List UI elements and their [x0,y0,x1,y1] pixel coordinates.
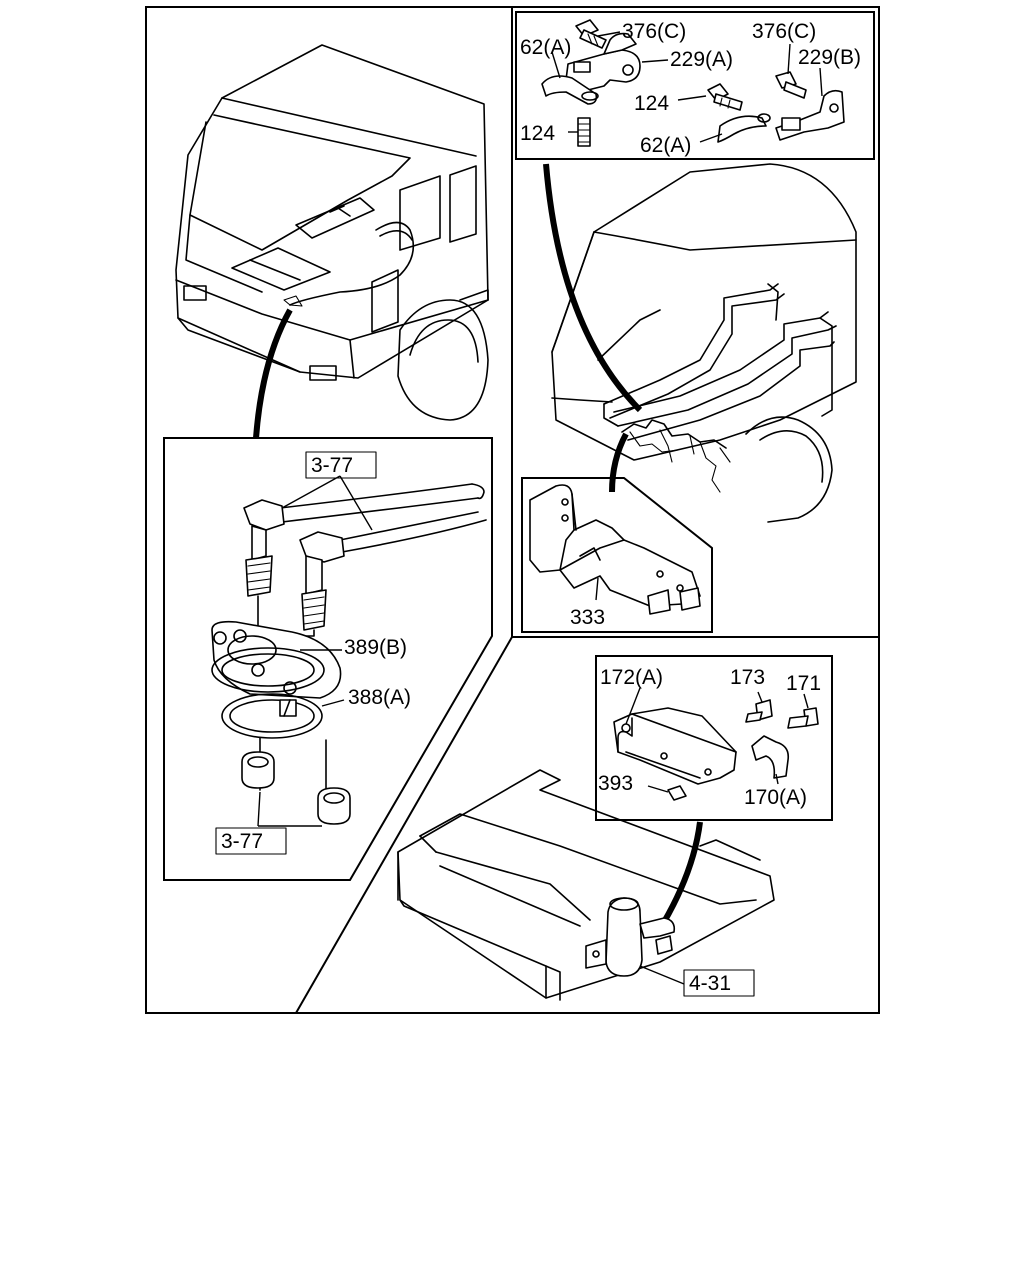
cab-front-view [175,44,489,421]
ref-box-4-31 [683,969,755,997]
ref-3-77-bottom: 3-77 [221,830,263,853]
cab-underside-view [551,163,857,523]
leader-cab-to-inset [253,308,293,439]
label-389b: 389(B) [344,636,407,659]
leader-clamps-to-cab [543,163,643,413]
diagonal-divider [295,636,513,1014]
label-172a: 172(A) [600,666,663,689]
label-124-right: 124 [634,92,669,115]
label-229b: 229(B) [798,46,861,69]
label-62a-left: 62(A) [520,36,571,59]
label-393: 393 [598,772,633,795]
label-376c-right: 376(C) [752,20,816,43]
mount-inset: 172(A) 173 171 393 170(A) [595,655,833,821]
label-333: 333 [570,606,605,629]
label-124-left: 124 [520,122,555,145]
label-376c-left: 376(C) [622,20,686,43]
ref-3-77-top: 3-77 [311,454,353,477]
bracket-inset: 333 [521,477,713,633]
label-170a: 170(A) [744,786,807,809]
label-388a: 388(A) [348,686,411,709]
clamp-inset: 376(C) 376(C) 62(A) 229(A) 229(B) 124 12… [515,11,875,160]
ref-4-31: 4-31 [689,972,731,995]
chassis-tank-view: 4-31 [397,769,775,1001]
leader-mount-to-chassis [661,821,703,924]
label-173: 173 [730,666,765,689]
label-229a: 229(A) [670,48,733,71]
ref-box-3-77-bottom [215,827,287,855]
injector-inset: 3-77 3-77 389(B) 388(A) [163,437,493,881]
label-171: 171 [786,672,821,695]
ref-box-3-77-top [305,451,377,479]
label-62a-right: 62(A) [640,134,691,157]
leader-bracket-to-cab [609,432,629,493]
